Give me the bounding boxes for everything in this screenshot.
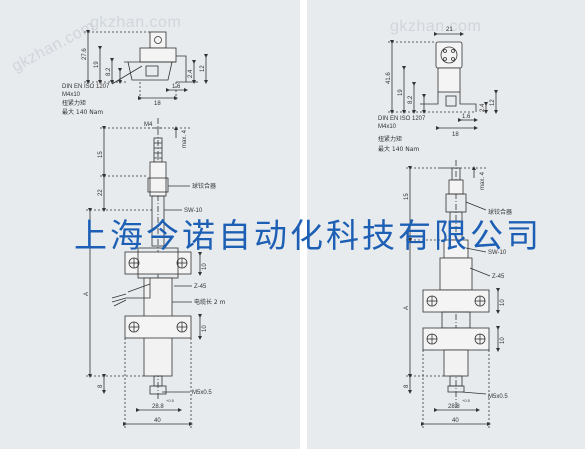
dim-label: A <box>84 292 90 296</box>
dim-label: 40 <box>154 418 161 424</box>
company-name-banner: 上海今诺自动化科技有限公司 <box>74 216 542 255</box>
wrench-size-label: SW-10 <box>184 208 203 214</box>
dim-label: 2.4 <box>188 69 194 78</box>
wrench-size-label: SW-10 <box>488 250 507 256</box>
dim-label: A <box>404 306 410 310</box>
standard-note: DIN EN ISO 1207 <box>62 84 110 90</box>
torque-value: 最大 140 Nam <box>378 145 419 153</box>
torque-value: 最大 140 Nam <box>62 108 103 116</box>
dim-label: 15 <box>404 193 410 200</box>
dim-label: 1.6 <box>462 114 471 120</box>
dim-label: 21 <box>446 27 453 33</box>
dim-label: 15 <box>98 151 104 158</box>
dim-label: 10 <box>202 325 208 332</box>
dim-label: 40 <box>452 418 459 424</box>
dim-label: 10 <box>202 263 208 270</box>
dim-label: 1.6 <box>172 84 181 90</box>
left-transducer-view <box>86 118 202 428</box>
thread-label: M4 <box>144 122 153 128</box>
ball-joint-label: 球铰合器 <box>192 182 216 190</box>
dim-label: 27.6 <box>82 48 88 60</box>
dim-label: 12 <box>490 99 496 106</box>
watermark: gkzhan.com <box>390 18 482 35</box>
thread-label: M5x0.5 <box>192 390 212 396</box>
torque-label: 扭紧力矩 <box>62 99 86 107</box>
dim-label: 8 <box>98 384 104 388</box>
dim-label: 10 <box>500 299 506 306</box>
torque-label: 扭紧力矩 <box>378 135 402 143</box>
dim-label: 41.6 <box>386 72 392 84</box>
panel-divider <box>300 0 307 449</box>
dim-label: 28.8 <box>448 404 460 410</box>
dim-label: 19 <box>94 61 100 68</box>
clamp-label: Z-45 <box>194 284 207 290</box>
dim-label: 2.4 <box>480 103 486 112</box>
right-transducer-view <box>406 160 500 428</box>
dim-label: 8.2 <box>106 67 112 76</box>
dim-label: 10 <box>500 337 506 344</box>
dim-label: 22 <box>98 189 104 196</box>
screw-note: M4x10 <box>378 124 397 130</box>
ball-joint-label: 球铰合器 <box>488 208 512 216</box>
left-bracket-view <box>84 30 208 102</box>
dim-label: max. 4 <box>480 171 486 190</box>
dim-label: max. 4 <box>182 129 188 148</box>
clamp-label: Z-45 <box>492 274 505 280</box>
dim-label: 18 <box>452 132 459 138</box>
dim-label: 19 <box>398 89 404 96</box>
thread-label: M5x0.5 <box>488 394 508 400</box>
dim-label: 12 <box>200 65 206 72</box>
watermark: gkzhan.com <box>90 14 182 31</box>
cable-length-label: 电缆长 2 m <box>194 298 226 306</box>
dim-label: 8.2 <box>408 95 414 104</box>
dim-label: 8 <box>404 384 410 388</box>
tolerance-label: +0.5 <box>462 398 471 403</box>
dim-label: 28.8 <box>152 404 164 410</box>
standard-note: DIN EN ISO 1207 <box>378 116 426 122</box>
dim-label: 18 <box>154 101 161 107</box>
tolerance-label: +0.5 <box>166 398 175 403</box>
screw-note: M4x10 <box>62 92 81 98</box>
right-bracket-view <box>388 32 498 130</box>
